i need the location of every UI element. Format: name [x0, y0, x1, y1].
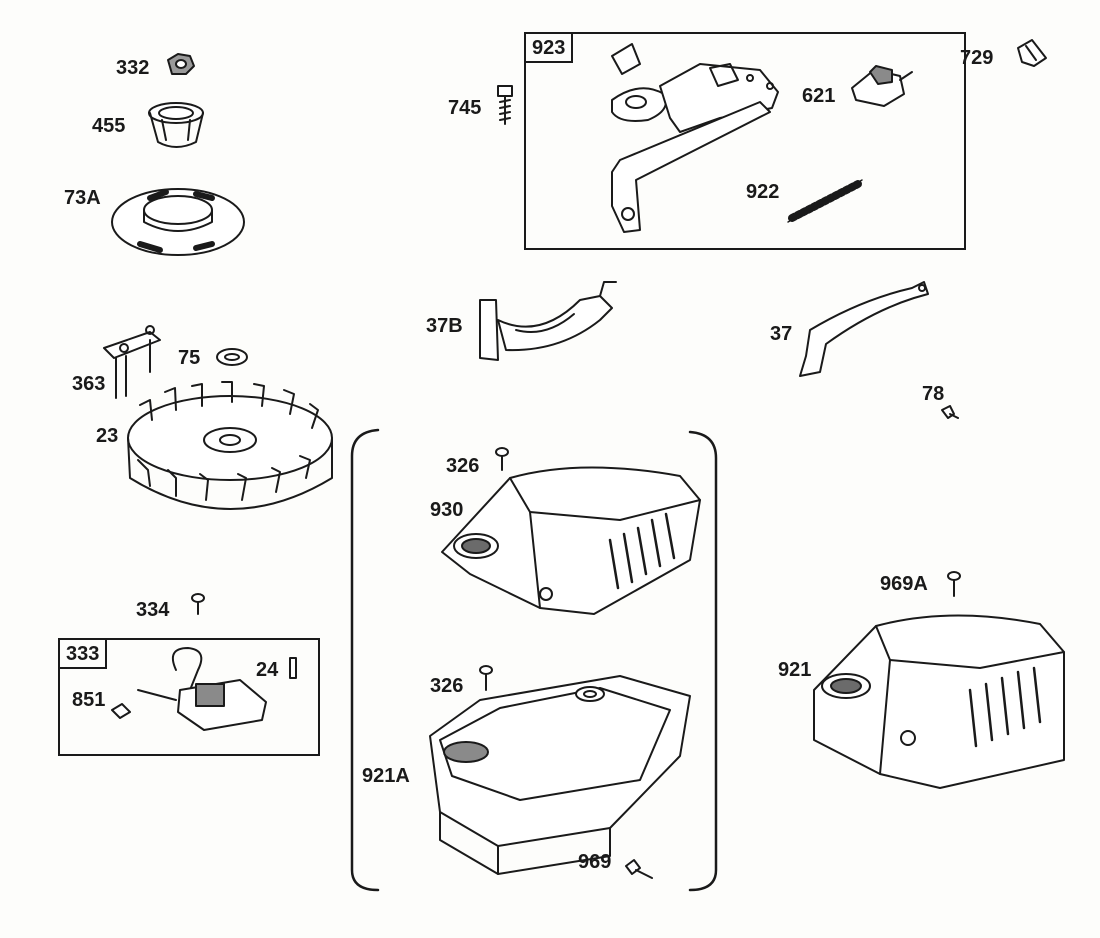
screw-326-top-part	[495, 447, 509, 471]
nut-332-part	[167, 53, 195, 75]
screw-334-part	[191, 593, 205, 615]
screw-326-bottom-part	[479, 665, 493, 691]
cup-455-part	[148, 102, 204, 148]
box-label-923: 923	[524, 32, 574, 63]
base-921a-part	[429, 675, 691, 875]
label-745: 745	[448, 97, 482, 119]
screw-745-part	[497, 85, 513, 125]
label-921: 921	[778, 659, 812, 681]
label-37b: 37B	[426, 315, 463, 337]
block-621-part	[851, 65, 913, 107]
label-37: 37	[770, 323, 793, 345]
label-922: 922	[746, 181, 780, 203]
flywheel-23-part	[127, 381, 333, 510]
governor-923-part	[611, 43, 779, 233]
washer-73a-part	[111, 188, 245, 256]
label-75: 75	[178, 347, 201, 369]
label-24: 24	[256, 659, 279, 681]
label-729: 729	[960, 47, 994, 69]
label-78: 78	[922, 383, 945, 405]
label-930: 930	[430, 499, 464, 521]
spring-922-part	[787, 179, 863, 223]
label-851: 851	[72, 689, 106, 711]
label-23: 23	[96, 425, 119, 447]
label-969: 969	[578, 851, 612, 873]
label-621: 621	[802, 85, 836, 107]
link-37-part	[799, 281, 929, 377]
screw-969-part	[625, 859, 653, 879]
washer-75-part	[216, 348, 248, 366]
module-assembly-box	[58, 638, 320, 756]
label-969a: 969A	[880, 573, 928, 595]
label-332: 332	[116, 57, 150, 79]
housing-921-part	[813, 614, 1065, 789]
label-455: 455	[92, 115, 126, 137]
label-363: 363	[72, 373, 106, 395]
housing-930-part	[441, 466, 701, 615]
label-73a: 73A	[64, 187, 101, 209]
group-bracket	[350, 428, 718, 892]
clip-729-part	[1017, 39, 1047, 67]
module-333-part	[111, 647, 297, 731]
bracket-363-part	[103, 325, 161, 399]
box-label-333: 333	[58, 638, 108, 669]
label-921a: 921A	[362, 765, 410, 787]
screw-78-part	[941, 405, 959, 419]
screw-969a-part	[947, 571, 961, 597]
label-334: 334	[136, 599, 170, 621]
label-326-bottom: 326	[430, 675, 464, 697]
label-326-top: 326	[446, 455, 480, 477]
link-37b-part	[479, 281, 617, 361]
governor-assembly-box	[524, 32, 966, 250]
